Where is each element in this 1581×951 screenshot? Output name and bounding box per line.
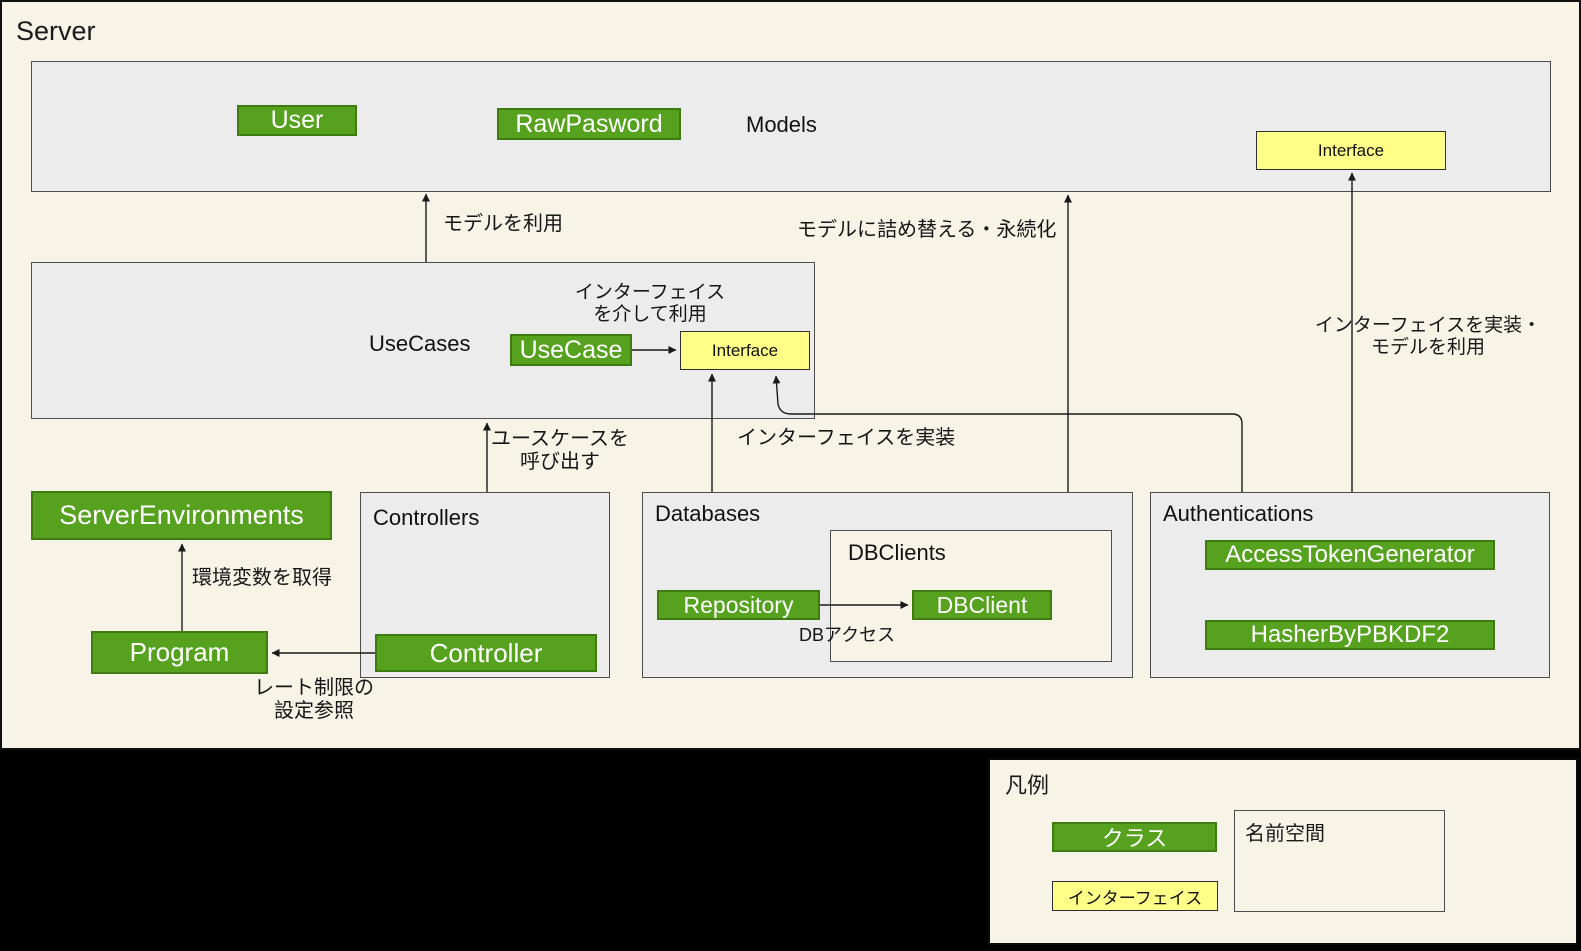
edge-label-repack-model: モデルに詰め替える・永続化	[797, 219, 1057, 241]
models-namespace-label: Models	[746, 112, 817, 137]
class-rawpasword: RawPasword	[497, 108, 681, 140]
class-controller: Controller	[375, 634, 597, 672]
legend-namespace-swatch: 名前空間	[1234, 810, 1445, 912]
class-hasherbypbkdf2: HasherByPBKDF2	[1205, 620, 1495, 650]
class-repository: Repository	[657, 590, 820, 620]
legend-title: 凡例	[1005, 773, 1050, 798]
class-usecase: UseCase	[510, 334, 632, 366]
dbclients-namespace-label: DBClients	[848, 540, 946, 565]
edge-label-via-interface: インターフェイス を介して利用	[574, 282, 726, 325]
edge-label-use-model: モデルを利用	[443, 213, 563, 235]
legend-namespace-label: 名前空間	[1245, 823, 1325, 845]
class-user: User	[237, 105, 357, 136]
edge-label-rate-limit: レート制限の 設定参照	[254, 677, 374, 722]
controllers-namespace-label: Controllers	[373, 505, 480, 530]
server-title: Server	[16, 16, 96, 46]
authentications-namespace-label: Authentications	[1163, 501, 1314, 526]
legend-interface-swatch: インターフェイス	[1052, 881, 1218, 911]
class-dbclient: DBClient	[912, 590, 1052, 620]
usecases-namespace-label: UseCases	[369, 331, 471, 356]
interface-models: Interface	[1256, 131, 1446, 170]
edge-label-db-access: DBアクセス	[799, 625, 896, 645]
class-serverenvironments: ServerEnvironments	[31, 491, 332, 540]
edge-label-impl-and-use: インターフェイスを実装・ モデルを利用	[1314, 315, 1542, 358]
edge-label-impl-interface: インターフェイスを実装	[737, 427, 956, 449]
legend-class-swatch: クラス	[1052, 822, 1217, 852]
class-accesstokengenerator: AccessTokenGenerator	[1205, 540, 1495, 570]
edge-label-get-env: 環境変数を取得	[192, 567, 332, 589]
legend-panel: 凡例 クラス インターフェイス 名前空間	[988, 758, 1578, 945]
class-program: Program	[91, 631, 268, 674]
edge-label-call-usecase: ユースケースを 呼び出す	[491, 428, 629, 473]
databases-namespace-label: Databases	[655, 501, 761, 526]
interface-usecases: Interface	[680, 331, 810, 370]
